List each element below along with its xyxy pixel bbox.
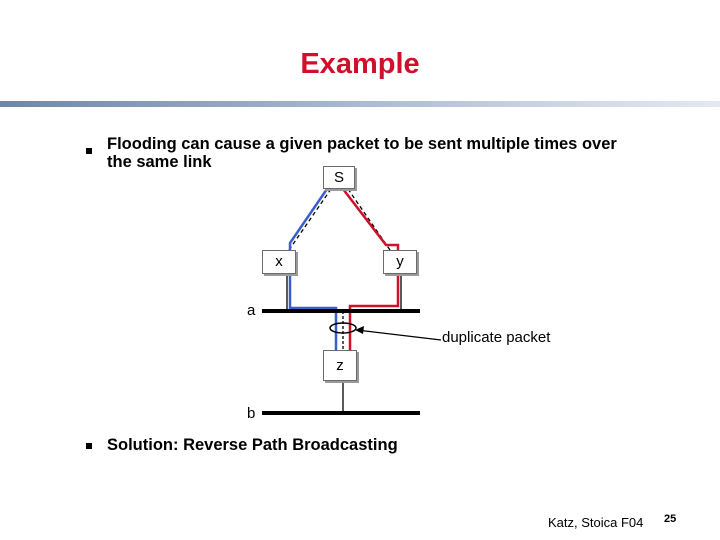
lan-label-a: a (247, 302, 256, 319)
page-number: 25 (664, 513, 677, 525)
duplicate-ellipse (329, 322, 357, 334)
link-s-x (288, 188, 332, 251)
node-z: z (323, 350, 357, 381)
flood-path-blue (288, 188, 338, 352)
bullet-marker-2 (86, 443, 92, 449)
pointer-arrowhead-icon (355, 326, 364, 334)
bullet-text-2: Solution: Reverse Path Broadcasting (107, 436, 398, 454)
slide-title: Example (300, 48, 420, 80)
flood-path-red (342, 188, 400, 352)
node-y: y (383, 250, 417, 274)
duplicate-packet-label: duplicate packet (442, 329, 551, 346)
footer-credit: Katz, Stoica F04 (548, 515, 644, 530)
annotation-pointer (356, 329, 442, 341)
node-s: S (323, 166, 355, 189)
title-divider (0, 101, 720, 107)
bullet-marker-1 (86, 148, 92, 154)
node-x: x (262, 250, 296, 274)
lan-label-b: b (247, 405, 256, 422)
link-s-y (347, 188, 391, 251)
bullet-text-1-line-1: Flooding can cause a given packet to be … (107, 135, 617, 153)
bullet-text-1-line-2: the same link (107, 153, 212, 171)
